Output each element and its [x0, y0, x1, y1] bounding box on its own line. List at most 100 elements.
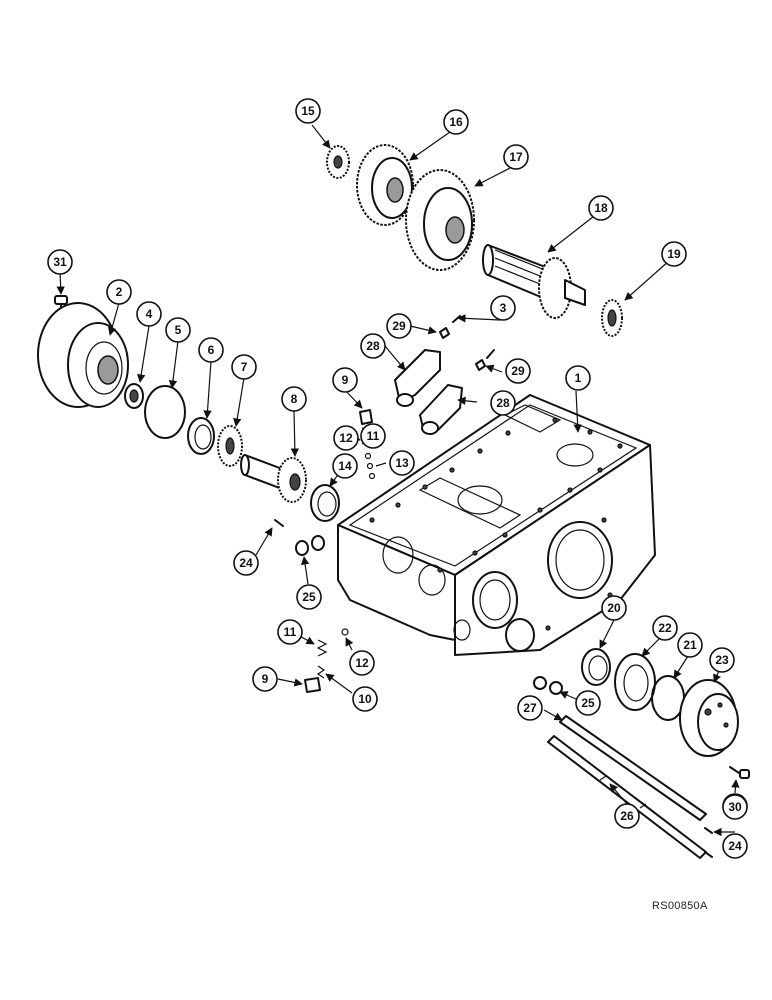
callout-circle	[575, 690, 601, 716]
shift-rod-27	[559, 715, 707, 821]
callout-label: 24	[728, 839, 742, 853]
small-gear	[326, 145, 350, 179]
callout-15: 15	[295, 98, 321, 124]
screws-29-3	[439, 315, 495, 371]
callout-circle	[165, 317, 191, 343]
callout-18: 18	[588, 195, 614, 221]
callout-label: 14	[338, 459, 352, 473]
callout-1: 1	[565, 365, 591, 391]
callout-label: 5	[175, 323, 182, 337]
callout-circle	[233, 550, 259, 576]
callout-label: 9	[262, 672, 269, 686]
callout-label: 4	[146, 307, 153, 321]
pin-24-left	[274, 519, 284, 527]
callout-circle	[231, 354, 257, 380]
callout-29: 29	[386, 313, 412, 339]
callout-circle	[709, 647, 735, 673]
callout-19: 19	[661, 241, 687, 267]
callout-24: 24	[233, 550, 259, 576]
callout-label: 25	[581, 696, 595, 710]
callout-circle	[614, 803, 640, 829]
callout-22: 22	[652, 615, 678, 641]
callout-label: 26	[620, 809, 634, 823]
callout-11: 11	[360, 423, 386, 449]
callout-label: 17	[509, 150, 523, 164]
callout-circle	[588, 195, 614, 221]
callout-circle	[333, 425, 359, 451]
callout-label: 24	[239, 556, 253, 570]
callout-circle	[517, 695, 543, 721]
callout-label: 31	[53, 255, 67, 269]
gear-large-a	[356, 144, 414, 226]
callout-circle	[503, 144, 529, 170]
cover-23	[679, 679, 739, 757]
shift-fork-upper	[394, 349, 441, 407]
callout-circle	[505, 358, 531, 384]
callout-label: 10	[358, 692, 372, 706]
callout-label: 16	[449, 115, 463, 129]
cover-housing-2	[37, 302, 129, 408]
race-20	[581, 648, 611, 686]
splined-shaft	[482, 244, 586, 319]
callout-bubbles: 1234567899101111121213141516171819202122…	[47, 98, 748, 859]
callout-29: 29	[505, 358, 531, 384]
callout-label: 15	[301, 104, 315, 118]
callout-label: 1	[575, 371, 582, 385]
callout-label: 6	[208, 343, 215, 357]
callout-13: 13	[389, 450, 415, 476]
callout-circle	[360, 333, 386, 359]
callout-label: 8	[291, 392, 298, 406]
plugs-25-right	[533, 676, 563, 695]
callout-circle	[360, 423, 386, 449]
plugs-25-left	[295, 535, 325, 556]
callout-circle	[295, 98, 321, 124]
callout-circle	[443, 109, 469, 135]
gasket-22	[614, 653, 656, 711]
callout-27: 27	[517, 695, 543, 721]
callout-2: 2	[106, 279, 132, 305]
callout-label: 27	[523, 701, 537, 715]
callout-14: 14	[332, 453, 358, 479]
callout-30: 30	[722, 794, 748, 820]
gear-shaft-8	[240, 454, 307, 503]
callout-circle	[677, 632, 703, 658]
callout-31: 31	[47, 249, 73, 275]
callout-25: 25	[296, 584, 322, 610]
callout-12: 12	[349, 650, 375, 676]
callout-circle	[47, 249, 73, 275]
callout-label: 11	[284, 625, 297, 639]
detent-lower	[304, 628, 349, 693]
callout-label: 19	[667, 247, 681, 261]
callout-circle	[198, 337, 224, 363]
callout-circle	[252, 666, 278, 692]
callout-label: 20	[607, 601, 621, 615]
callout-circle	[349, 650, 375, 676]
callout-circle	[332, 367, 358, 393]
callout-21: 21	[677, 632, 703, 658]
callout-circle	[722, 794, 748, 820]
callout-17: 17	[503, 144, 529, 170]
drawing-reference-code: RS00850A	[652, 900, 708, 912]
callout-label: 23	[715, 653, 729, 667]
callout-circle	[490, 295, 516, 321]
callout-label: 11	[367, 429, 380, 443]
callout-10: 10	[352, 686, 378, 712]
callout-label: 2	[116, 285, 123, 299]
snap-ring-5	[144, 385, 186, 439]
shift-fork-lower	[419, 384, 463, 435]
callout-25: 25	[575, 690, 601, 716]
bolt-30	[729, 766, 750, 779]
callout-6: 6	[198, 337, 224, 363]
callout-label: 28	[366, 339, 380, 353]
callout-circle	[352, 686, 378, 712]
callout-28: 28	[490, 390, 516, 416]
callout-label: 30	[728, 800, 742, 814]
race-14	[310, 484, 340, 522]
pins-24-right	[704, 827, 713, 858]
callout-circle	[332, 453, 358, 479]
callout-5: 5	[165, 317, 191, 343]
callout-circle	[722, 833, 748, 859]
callout-label: 25	[302, 590, 316, 604]
callout-4: 4	[136, 301, 162, 327]
callout-circle	[601, 595, 627, 621]
